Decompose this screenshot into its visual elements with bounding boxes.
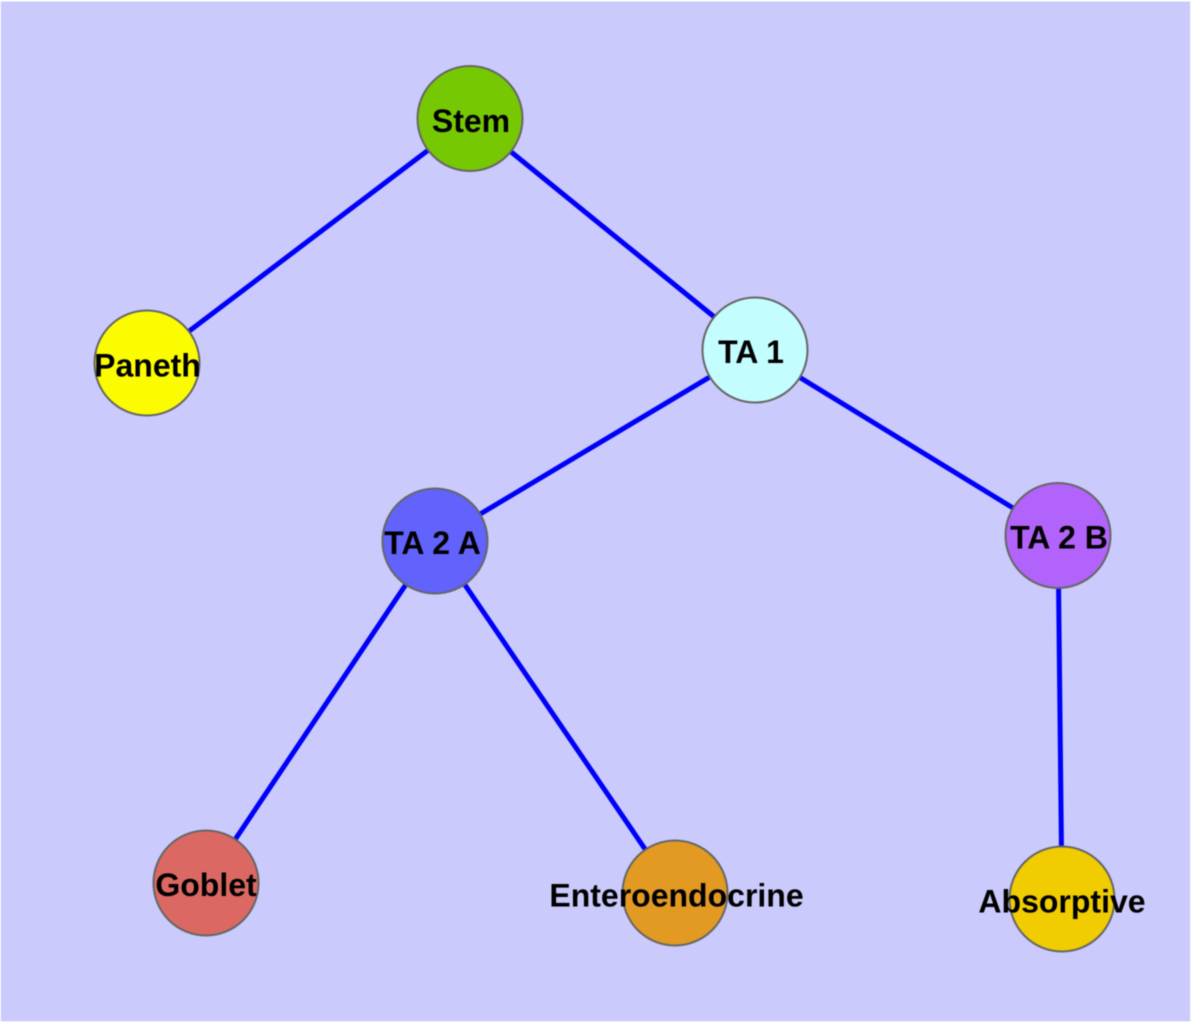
svg-text:Enteroendocrine: Enteroendocrine — [549, 878, 803, 914]
svg-text:Stem: Stem — [432, 103, 510, 139]
svg-text:TA 2 B: TA 2 B — [1010, 520, 1108, 556]
svg-text:TA 1: TA 1 — [718, 334, 784, 370]
svg-text:TA 2 A: TA 2 A — [384, 525, 481, 561]
svg-text:Paneth: Paneth — [94, 348, 201, 384]
svg-text:Absorptive: Absorptive — [978, 884, 1145, 920]
svg-text:Goblet: Goblet — [155, 867, 257, 903]
